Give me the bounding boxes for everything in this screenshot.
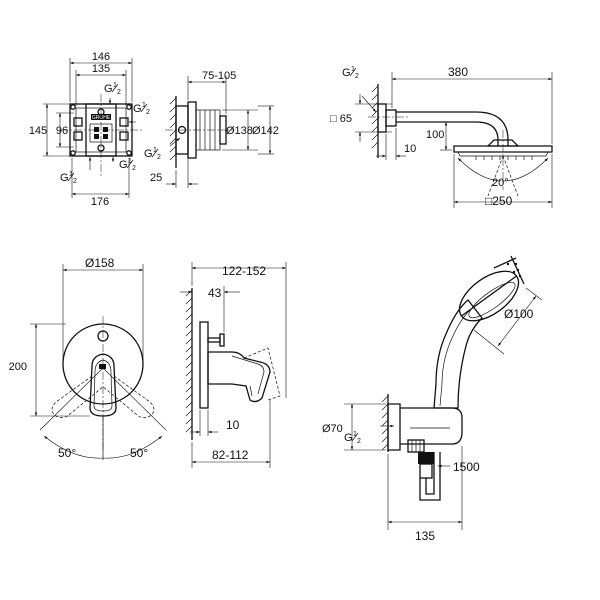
- dim-hose-1500: 1500: [453, 460, 480, 474]
- thread-arm-sub: 2: [355, 73, 359, 80]
- dim-angle-left-50: 50°: [58, 446, 76, 460]
- thread-right-sup: 1: [142, 102, 146, 109]
- dim-100: 100: [426, 129, 444, 141]
- dim-angle-right-50: 50°: [130, 446, 148, 460]
- rough-in-side-view: 75-105 Ø138 Ø142 G 1 2 25: [144, 70, 279, 188]
- dim-43: 43: [208, 286, 222, 300]
- dim-angle-20: 20°: [492, 177, 509, 189]
- thread-top-sub: 2: [117, 89, 121, 96]
- thread-bottom-right-sup: 1: [128, 158, 132, 165]
- dim-25: 25: [150, 172, 162, 184]
- hand-shower-view: Ø100 Ø70 G 1 2 1500 135: [322, 255, 543, 543]
- dim-176: 176: [91, 196, 109, 208]
- dim-head-250: □250: [485, 194, 513, 208]
- thread-right-label: G: [133, 103, 142, 115]
- dim-135-hand: 135: [415, 529, 435, 543]
- dim-75-105: 75-105: [202, 70, 236, 82]
- thread-side-label: G: [144, 148, 153, 160]
- dim-diameter-100: Ø100: [504, 307, 534, 321]
- trim-front-view: Ø158 200 50° 50°: [9, 256, 167, 460]
- dim-135: 135: [92, 63, 110, 75]
- trim-side-view: 122-152 43 10 82-112: [180, 262, 287, 468]
- dim-diameter-70: Ø70: [322, 423, 343, 435]
- thread-hand-sup: 1: [353, 431, 357, 438]
- dim-10-arm: 10: [404, 143, 416, 155]
- dim-diameter-138: Ø138: [226, 125, 253, 137]
- dim-10-trim: 10: [226, 418, 240, 432]
- dim-diameter-142: Ø142: [252, 125, 279, 137]
- dim-380: 380: [448, 65, 468, 79]
- shower-arm-view: 20° 380 G 1 2 □ 65 100 10 □250: [330, 65, 553, 208]
- thread-side-sub: 2: [157, 154, 161, 161]
- dim-122-152: 122-152: [222, 264, 266, 278]
- dim-96: 96: [56, 125, 68, 137]
- dim-200: 200: [9, 361, 27, 373]
- thread-arm-label: G: [342, 67, 351, 79]
- dim-diameter-158: Ø158: [85, 256, 115, 270]
- thread-bottom-right-sub: 2: [132, 165, 136, 172]
- thread-right-sub: 2: [146, 109, 150, 116]
- thread-arm-sup: 1: [351, 66, 355, 73]
- brand-mark: GROHE: [92, 115, 111, 121]
- thread-hand-sub: 2: [357, 438, 361, 445]
- thread-bottom-left-sub: 2: [73, 178, 77, 185]
- thread-top-label: G: [104, 83, 113, 95]
- dim-82-112: 82-112: [212, 448, 249, 462]
- thread-bottom-left-label: G: [60, 172, 69, 184]
- dim-146: 146: [92, 51, 110, 63]
- thread-bottom-left-sup: 1: [69, 171, 73, 178]
- dim-flange-65: □ 65: [330, 113, 352, 125]
- rough-in-box-front-view: GROHE 146 135 G 1 2 G 1: [29, 51, 150, 208]
- thread-hand-label: G: [344, 432, 353, 444]
- thread-top-sup: 1: [113, 82, 117, 89]
- thread-side-sup: 1: [153, 147, 157, 154]
- dim-145: 145: [29, 125, 47, 137]
- thread-bottom-right-label: G: [119, 159, 128, 171]
